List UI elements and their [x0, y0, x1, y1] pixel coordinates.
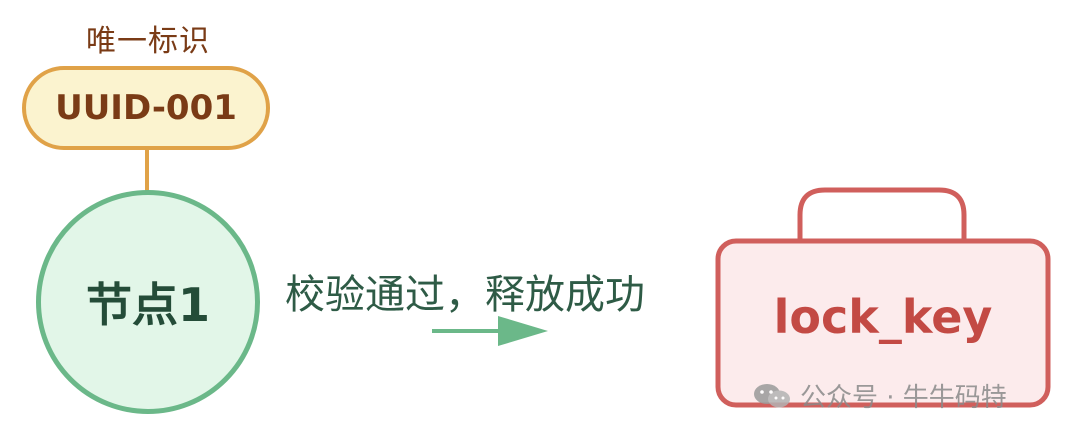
- right-arrow-icon: [432, 316, 548, 346]
- node-label: 节点1: [85, 278, 210, 332]
- arrow-head: [498, 316, 548, 346]
- uuid-text: UUID-001: [55, 88, 237, 128]
- lock-shackle: [797, 187, 967, 241]
- node-circle: 节点1: [36, 190, 260, 414]
- pill-connector-line: [145, 150, 149, 192]
- wechat-icon: [754, 383, 790, 407]
- watermark-text: 公众号 · 牛牛码特: [800, 383, 1007, 413]
- lock-body: [715, 238, 1051, 408]
- uuid-pill: UUID-001: [22, 66, 270, 150]
- unique-id-label: 唯一标识: [86, 24, 210, 59]
- arrow-label: 校验通过，释放成功: [285, 272, 645, 318]
- watermark: 公众号 · 牛牛码特: [752, 377, 1007, 414]
- lock-shape: [715, 187, 1051, 408]
- lock-key-label: lock_key: [773, 290, 993, 344]
